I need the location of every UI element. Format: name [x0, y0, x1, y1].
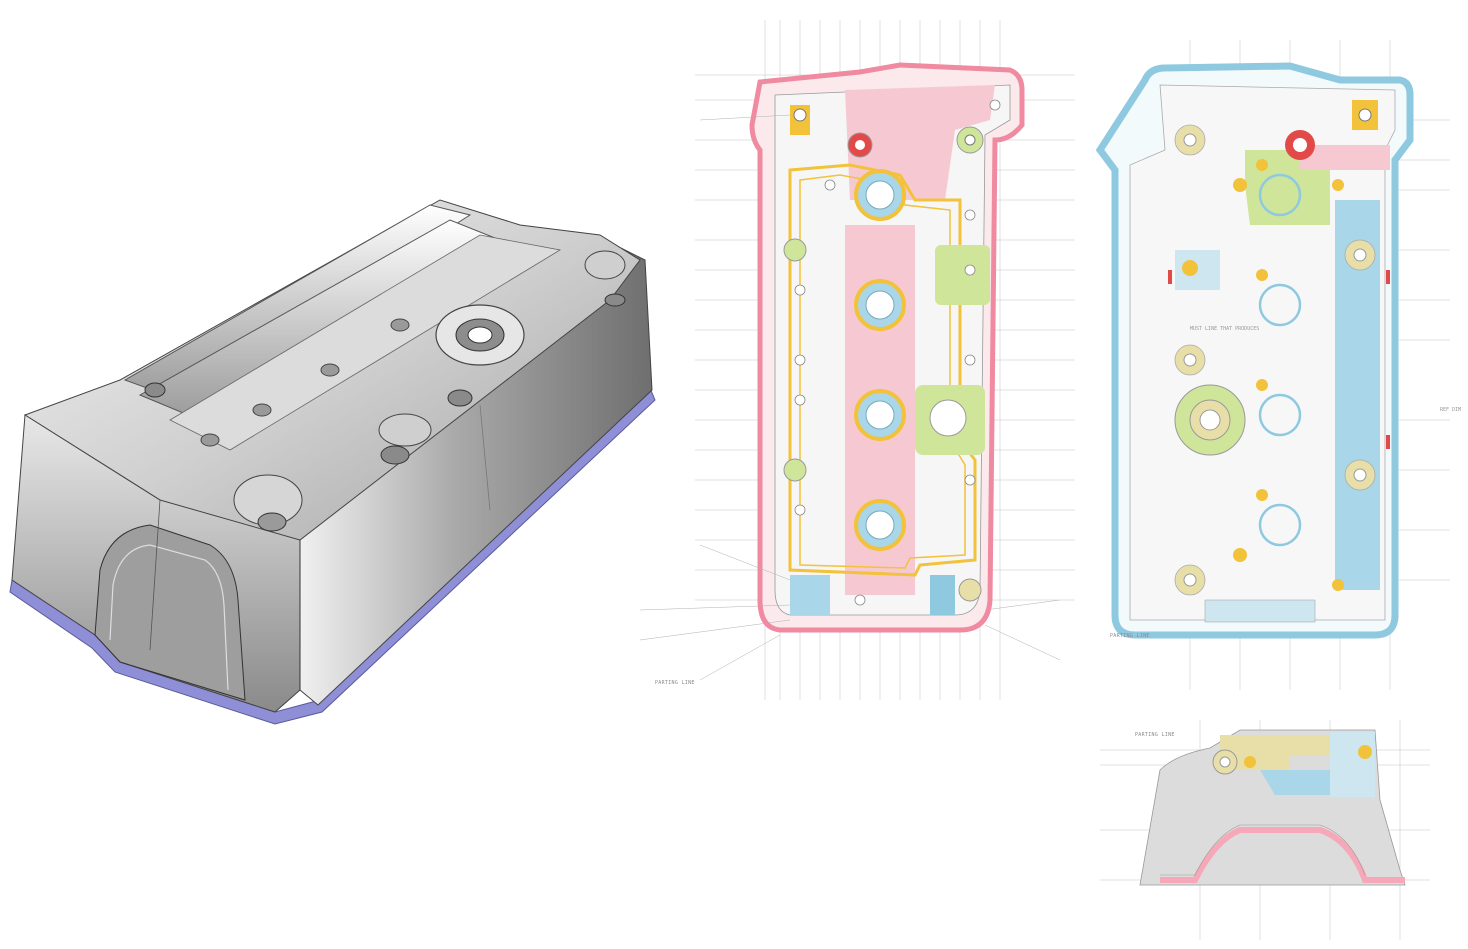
inner-core-note: MUST LINE THAT PRODUCES [1190, 326, 1260, 332]
parting-line-label-core: PARTING LINE [655, 680, 695, 686]
parting-line-label-right: PARTING LINE [1110, 633, 1150, 639]
parting-line-label-side: PARTING LINE [1135, 732, 1175, 738]
ref-dim-note: REF DIM [1440, 407, 1462, 413]
